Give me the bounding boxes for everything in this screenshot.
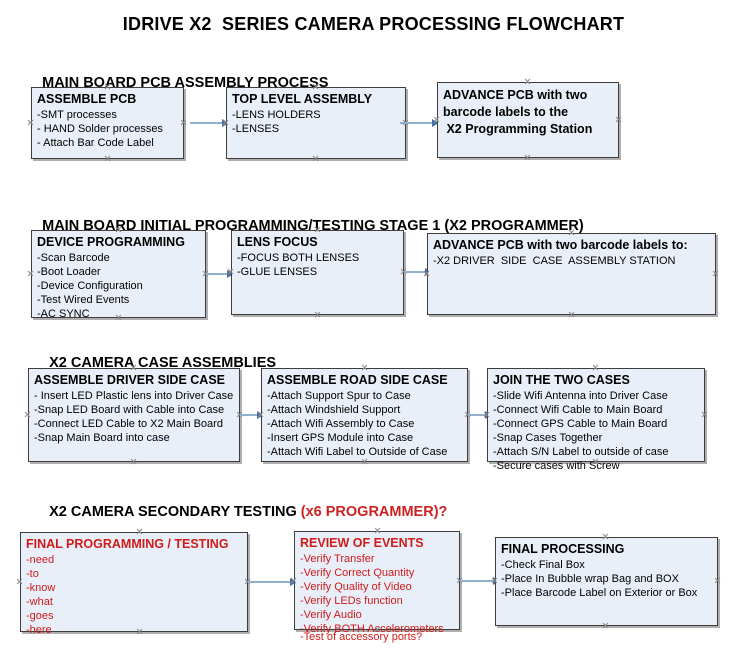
connector-assemble-pcb-to-top-level — [190, 119, 230, 127]
node-join-the-two-cases[interactable]: JOIN THE TWO CASES -Slide Wifi Antenna i… — [487, 368, 705, 472]
node-review-of-events[interactable]: REVIEW OF EVENTS -Verify Transfer -Verif… — [294, 531, 460, 643]
node-top-level-assembly[interactable]: TOP LEVEL ASSEMBLY -LENS HOLDERS -LENSES — [226, 87, 406, 159]
node-line: -need — [26, 554, 55, 566]
node-line: -to — [26, 568, 39, 580]
node-line: -Snap LED Board with Cable into Case — [34, 404, 225, 416]
node-line: - Insert LED Plastic lens into Driver Ca… — [34, 390, 234, 402]
node-line: -what — [26, 596, 53, 608]
node-line: -Attach Windshield Support — [267, 404, 401, 416]
node-line: -Verify Quality of Video — [300, 581, 412, 593]
connector-top-level-to-advance-pcb — [400, 119, 442, 127]
node-line: -Secure cases with Screw — [493, 460, 620, 472]
section-heading-x2-camera-secondary-testing: X2 CAMERA SECONDARY TESTING (x6 PROGRAMM… — [33, 488, 447, 536]
node-final-processing[interactable]: FINAL PROCESSING -Check Final Box -Place… — [495, 537, 718, 626]
node-line: -Verify Correct Quantity — [300, 567, 415, 579]
node-lens-focus[interactable]: LENS FOCUS -FOCUS BOTH LENSES -GLUE LENS… — [231, 230, 404, 315]
node-assemble-pcb[interactable]: ASSEMBLE PCB -SMT processes - HAND Solde… — [31, 87, 184, 159]
node-line: -Verify Transfer — [300, 553, 375, 565]
node-line: -Attach S/N Label to outside of case — [493, 446, 669, 458]
node-line: -Connect Wifi Cable to Main Board — [493, 404, 663, 416]
node-line: -here — [26, 624, 52, 636]
page-title: IDRIVE X2 SERIES CAMERA PROCESSING FLOWC… — [122, 14, 625, 34]
node-line: -goes — [26, 610, 54, 622]
node-title: DEVICE PROGRAMMING — [37, 235, 185, 249]
section-heading-text: X2 CAMERA SECONDARY TESTING — [49, 504, 301, 520]
node-title: ADVANCE PCB with two barcode labels to: — [433, 238, 688, 252]
node-title: ADVANCE PCB with two barcode labels to t… — [443, 88, 593, 136]
node-final-programming-testing[interactable]: FINAL PROGRAMMING / TESTING -need -to -k… — [20, 532, 248, 636]
node-line: -Boot Loader — [37, 266, 101, 278]
node-line: -know — [26, 582, 56, 594]
node-line: -Place In Bubble wrap Bag and BOX — [501, 573, 679, 585]
node-line: -Verify LEDs function — [300, 595, 403, 607]
section-heading-x2-camera-case-assemblies: X2 CAMERA CASE ASSEMBLIES — [33, 339, 276, 387]
node-advance-pcb-programming-station[interactable]: ADVANCE PCB with two barcode labels to t… — [437, 82, 619, 158]
node-line: -Snap Cases Together — [493, 432, 603, 444]
node-line: -Attach Wifi Label to Outside of Case — [267, 446, 448, 458]
node-advance-pcb-driver-case[interactable]: ADVANCE PCB with two barcode labels to: … — [427, 233, 716, 315]
node-line: -X2 DRIVER SIDE CASE ASSEMBLY STATION — [433, 255, 676, 267]
node-line: -FOCUS BOTH LENSES — [237, 252, 360, 264]
node-line: -SMT processes — [37, 109, 117, 121]
node-title: FINAL PROGRAMMING / TESTING — [26, 537, 229, 551]
node-line: -Device Configuration — [37, 280, 143, 292]
node-line: -LENSES — [232, 123, 280, 135]
node-line: -Connect GPS Cable to Main Board — [493, 418, 668, 430]
node-line: -Test Wired Events — [37, 294, 130, 306]
node-title: ASSEMBLE ROAD SIDE CASE — [267, 373, 448, 387]
node-assemble-road-side-case[interactable]: ASSEMBLE ROAD SIDE CASE -Attach Support … — [261, 368, 468, 462]
node-title: JOIN THE TWO CASES — [493, 373, 630, 387]
node-title: FINAL PROCESSING — [501, 542, 625, 556]
connector-driver-case-to-road-case — [240, 411, 265, 419]
node-device-programming[interactable]: DEVICE PROGRAMMING -Scan Barcode -Boot L… — [31, 230, 206, 320]
node-line: -Check Final Box — [501, 559, 585, 571]
node-line: - HAND Solder processes — [37, 123, 163, 135]
node-line: -Insert GPS Module into Case — [267, 432, 414, 444]
node-line: -GLUE LENSES — [237, 266, 318, 278]
section-heading-accent: (x6 PROGRAMMER)? — [300, 504, 448, 520]
node-line: -Snap Main Board into case — [34, 432, 170, 444]
node-assemble-driver-side-case[interactable]: ASSEMBLE DRIVER SIDE CASE - Insert LED P… — [28, 368, 240, 462]
node-line: -Verify Audio — [300, 609, 362, 621]
node-line: -Scan Barcode — [37, 252, 110, 264]
section-heading-text: X2 CAMERA CASE ASSEMBLIES — [49, 355, 277, 371]
node-title: LENS FOCUS — [237, 235, 318, 249]
node-line: -Attach Wifi Assembly to Case — [267, 418, 415, 430]
node-title: TOP LEVEL ASSEMBLY — [232, 92, 373, 106]
node-overflow-line: -Test of accessory ports? — [300, 631, 423, 643]
node-title: ASSEMBLE PCB — [37, 92, 137, 106]
node-line: -Connect LED Cable to X2 Main Board — [34, 418, 223, 430]
node-line: -Place Barcode Label on Exterior or Box — [501, 587, 698, 599]
node-title: REVIEW OF EVENTS — [300, 536, 424, 550]
node-line: -Verify BOTH Accelerometers — [300, 623, 444, 635]
node-title: ASSEMBLE DRIVER SIDE CASE — [34, 373, 226, 387]
connector-device-programming-to-lens-focus — [206, 270, 236, 278]
connector-final-programming-to-review — [248, 578, 298, 586]
node-line: -Attach Support Spur to Case — [267, 390, 411, 402]
node-line: -LENS HOLDERS — [232, 109, 321, 121]
node-line: -Slide Wifi Antenna into Driver Case — [493, 390, 668, 402]
node-line: - Attach Bar Code Label — [37, 137, 154, 149]
node-line: -AC SYNC — [37, 308, 90, 320]
